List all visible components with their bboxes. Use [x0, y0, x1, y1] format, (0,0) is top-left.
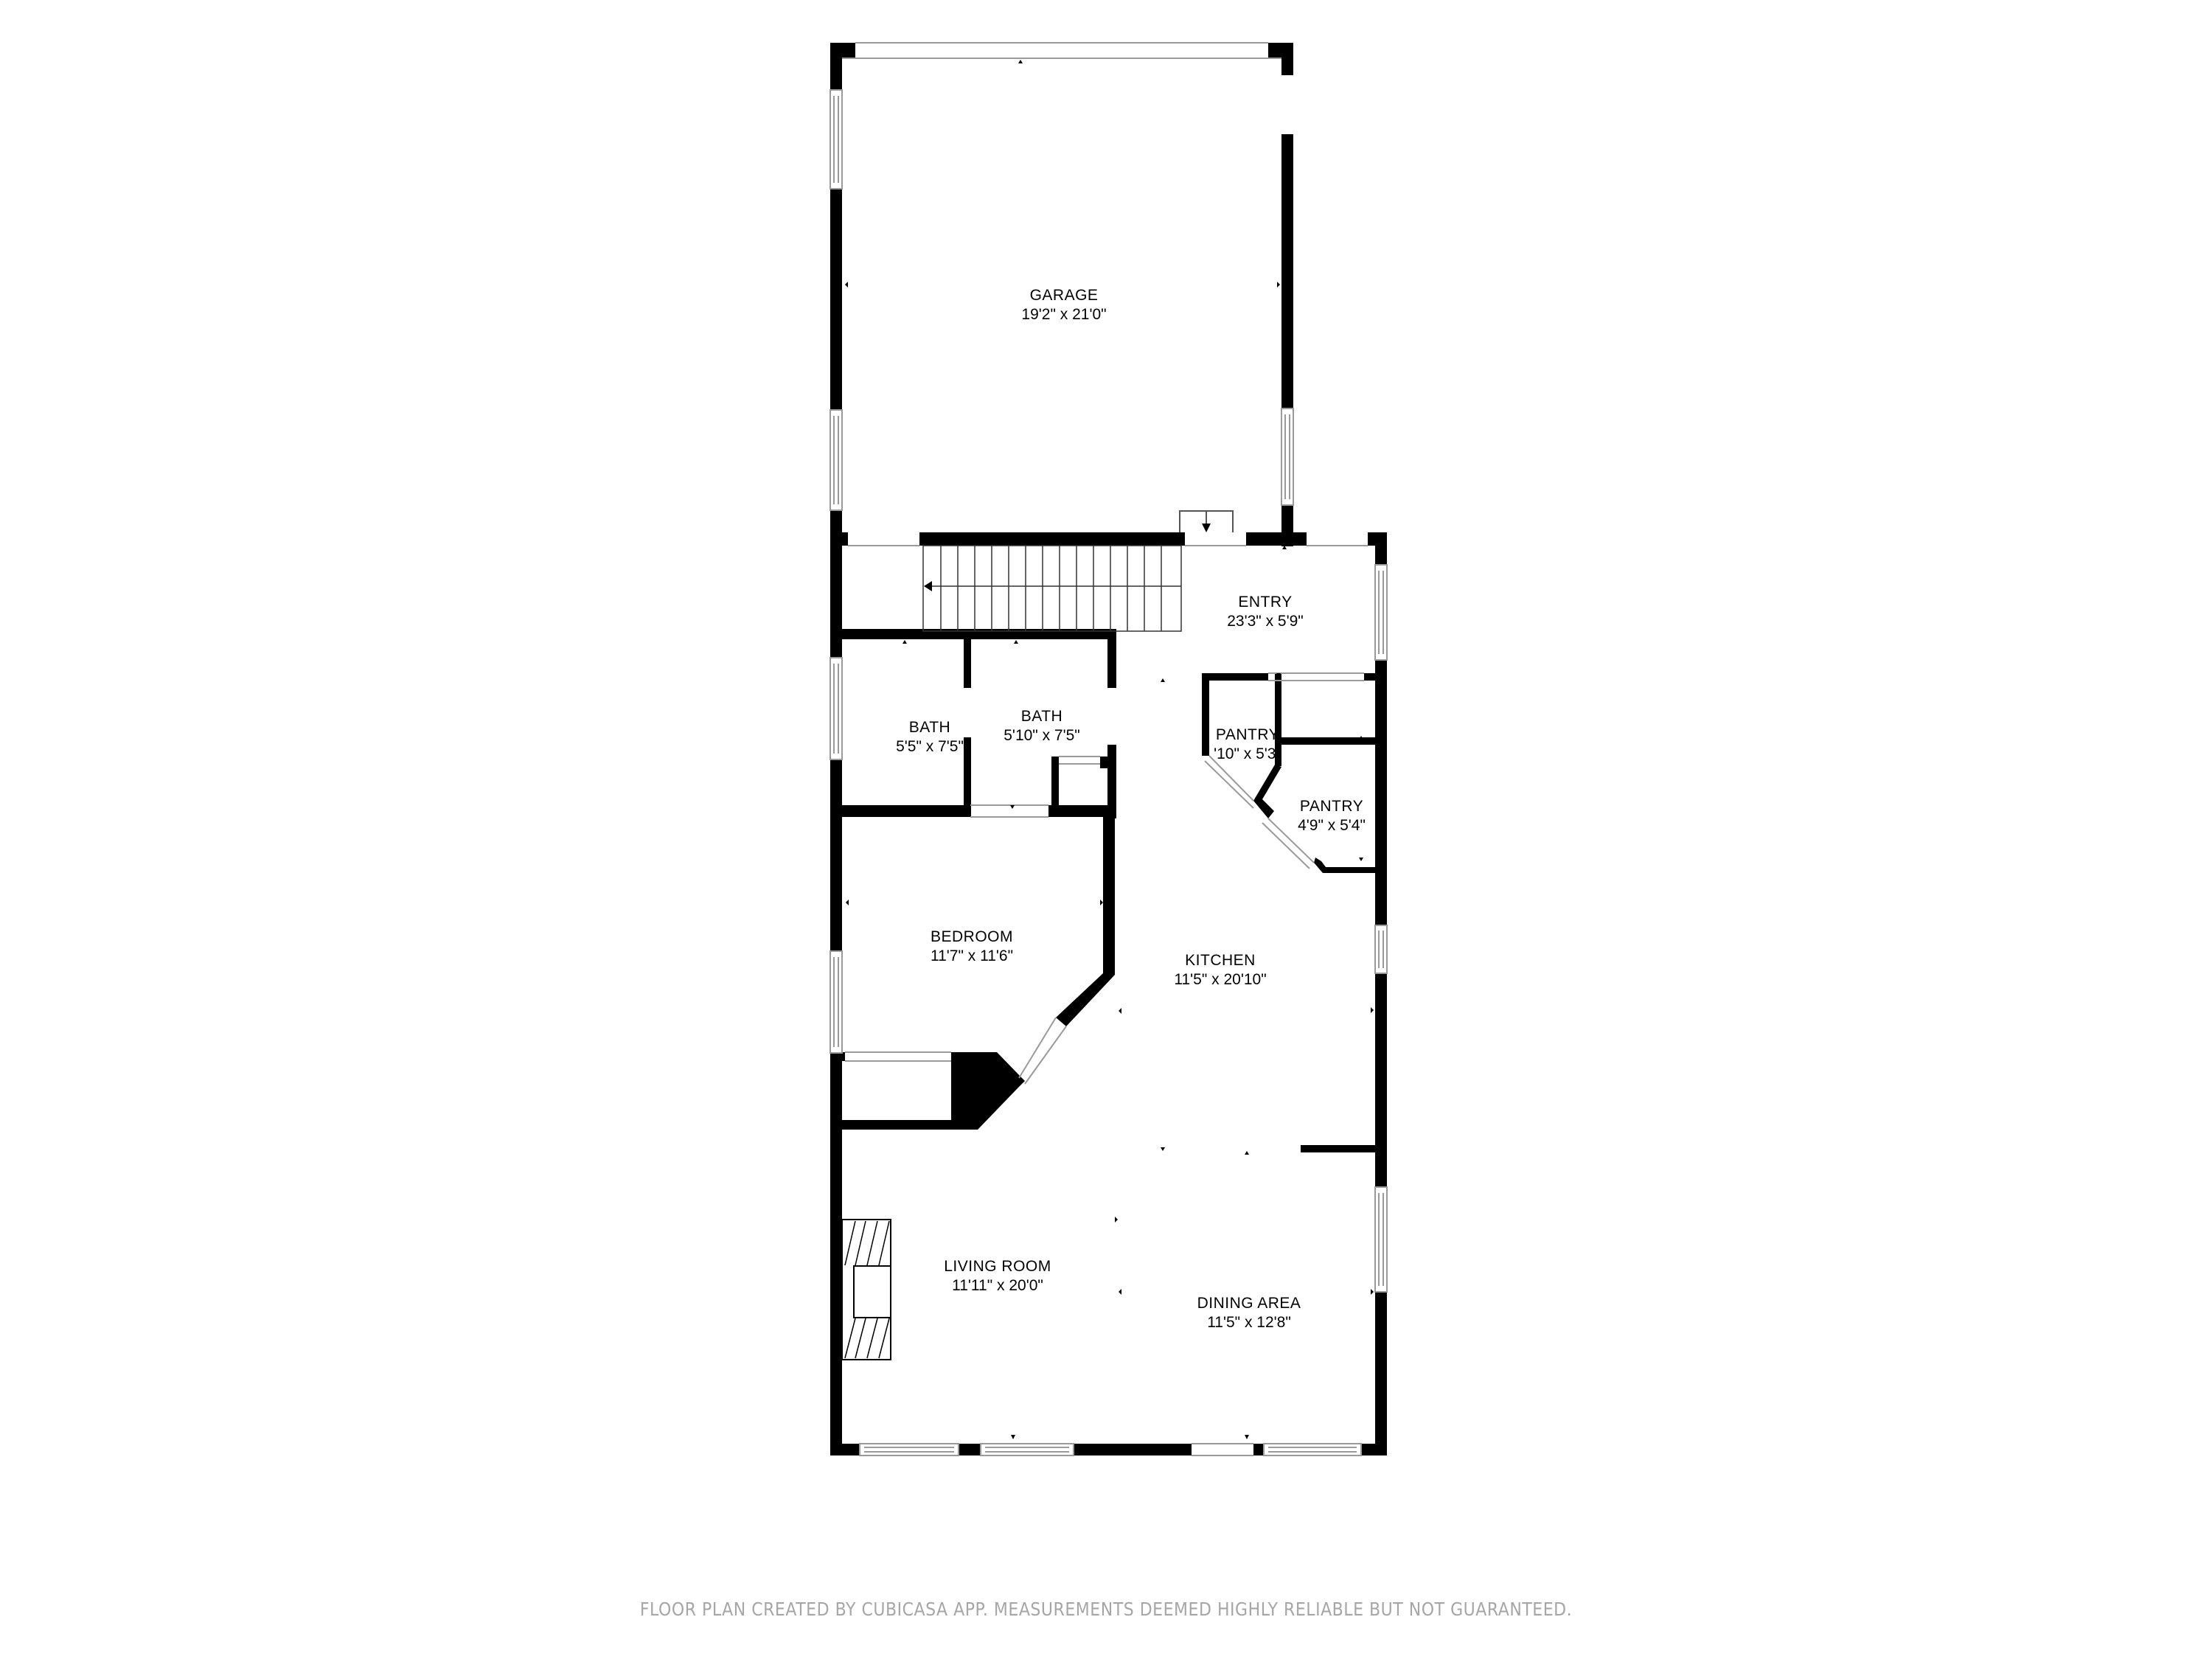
window	[830, 657, 843, 760]
bath-bottom-wall-left	[830, 805, 970, 817]
bath-divider-lower	[964, 737, 971, 817]
window	[859, 1443, 959, 1456]
pantry-diagonal-wall	[1253, 765, 1281, 818]
house-left-wall-2	[830, 759, 842, 951]
closet-corner-mass	[951, 1052, 1025, 1130]
window	[830, 89, 843, 189]
entry-top-wall-mid	[1246, 532, 1307, 546]
room-label-bath-2: BATH 5'10" x 7'5"	[1004, 707, 1080, 746]
room-label-pantry-2: PANTRY 4'9" x 5'4"	[1298, 797, 1366, 836]
bedroom-right-wall	[1103, 811, 1115, 975]
room-name: DINING AREA	[1197, 1294, 1301, 1312]
house-bottom-wall-4	[1253, 1444, 1264, 1455]
pantry1-left-wall	[1202, 673, 1209, 756]
window	[1374, 1186, 1388, 1293]
bath-bottom-wall-right	[1048, 805, 1116, 817]
room-label-dining-area: DINING AREA 11'5" x 12'8"	[1197, 1294, 1301, 1333]
door-arrow-icon	[1202, 524, 1211, 532]
room-label-entry: ENTRY 23'3" x 5'9"	[1227, 593, 1304, 632]
pantry-mid-wall	[1275, 737, 1378, 745]
window	[1374, 564, 1388, 661]
stair-top-wall	[919, 532, 1185, 546]
house-right-wall-1	[1375, 532, 1387, 565]
room-label-bath-1: BATH 5'5" x 7'5"	[896, 718, 964, 757]
room-name: KITCHEN	[1185, 951, 1256, 969]
room-label-garage: GARAGE 19'2" x 21'0"	[1021, 286, 1106, 325]
bath2-right-wall-upper	[1107, 629, 1116, 688]
room-name: BATH	[1020, 707, 1063, 725]
house-bottom-wall-1	[830, 1444, 860, 1455]
room-dimensions: 11'5" x 12'8"	[1207, 1314, 1291, 1331]
room-dimensions: 5'10" x 7'5"	[1004, 727, 1080, 744]
house-bottom-wall-2	[959, 1444, 981, 1455]
kitchen-partial-wall	[1301, 1145, 1376, 1152]
house-left-wall-1	[830, 532, 842, 658]
bedroom-diagonal-wall	[1056, 973, 1115, 1026]
bath-divider-upper	[964, 629, 971, 688]
room-dimensions: 23'3" x 5'9"	[1227, 613, 1304, 630]
pantry-top-wall-right	[1364, 673, 1379, 681]
house-right-wall-2	[1375, 660, 1387, 925]
room-name: BATH	[908, 718, 951, 736]
window	[830, 409, 843, 511]
room-label-bedroom: BEDROOM 11'7" x 11'6"	[931, 928, 1013, 967]
house-right-wall-4	[1375, 1292, 1387, 1455]
fireplace	[841, 1219, 891, 1360]
window	[830, 950, 843, 1054]
house-bottom-wall-5	[1361, 1444, 1387, 1455]
house-right-wall-3	[1375, 973, 1387, 1187]
bath2-closet-corner	[1100, 757, 1107, 768]
room-name: GARAGE	[1029, 286, 1099, 304]
room-label-kitchen: KITCHEN 11'5" x 20'10"	[1174, 951, 1266, 990]
house-left-wall-3	[830, 1053, 842, 1455]
dimension-markers	[845, 60, 1374, 1439]
room-dimensions: 4'9" x 5'4"	[1298, 817, 1366, 834]
closet-top-wall-left	[830, 1052, 845, 1061]
room-name: LIVING ROOM	[944, 1257, 1051, 1275]
garage-wall-right-mid	[1281, 134, 1293, 408]
room-dimensions: '10" x 5'3"	[1214, 745, 1281, 762]
pantry-bottom-corner	[1314, 858, 1375, 873]
staircase	[922, 545, 1182, 632]
room-name: PANTRY	[1215, 726, 1280, 743]
garage-wall-right-upper	[1281, 43, 1293, 75]
room-label-living-room: LIVING ROOM 11'11" x 20'0"	[944, 1257, 1051, 1296]
window	[980, 1443, 1074, 1456]
bath2-right-wall-lower	[1107, 745, 1116, 818]
pantry-top-wall	[1202, 673, 1268, 681]
room-name: BEDROOM	[930, 928, 1013, 945]
window	[1263, 1443, 1362, 1456]
room-dimensions: 11'11" x 20'0"	[952, 1277, 1043, 1294]
house-bottom-wall-3	[1074, 1444, 1192, 1455]
room-name: PANTRY	[1299, 797, 1364, 815]
window	[1374, 925, 1388, 974]
room-dimensions: 11'5" x 20'10"	[1174, 971, 1267, 988]
pantry1-right-wall	[1275, 673, 1281, 766]
room-dimensions: 11'7" x 11'6"	[930, 947, 1014, 964]
bath2-closet-wall	[1051, 757, 1059, 811]
bath-top-wall	[830, 629, 1116, 639]
room-name: ENTRY	[1238, 593, 1293, 611]
closet-bottom-wall	[830, 1120, 978, 1130]
room-label-pantry-1: PANTRY '10" x 5'3"	[1214, 726, 1281, 765]
garage-wall-left-mid	[830, 189, 842, 410]
room-dimensions: 5'5" x 7'5"	[896, 738, 964, 755]
window	[1281, 408, 1294, 506]
stair-direction-arrow-icon	[924, 581, 932, 591]
disclaimer-footer: FLOOR PLAN CREATED BY CUBICASA APP. MEAS…	[639, 1599, 1573, 1620]
windows-and-openings	[830, 42, 1388, 1456]
door-swing	[1179, 510, 1234, 532]
garage-wall-left-upper	[830, 43, 842, 90]
room-dimensions: 19'2" x 21'0"	[1021, 306, 1107, 323]
